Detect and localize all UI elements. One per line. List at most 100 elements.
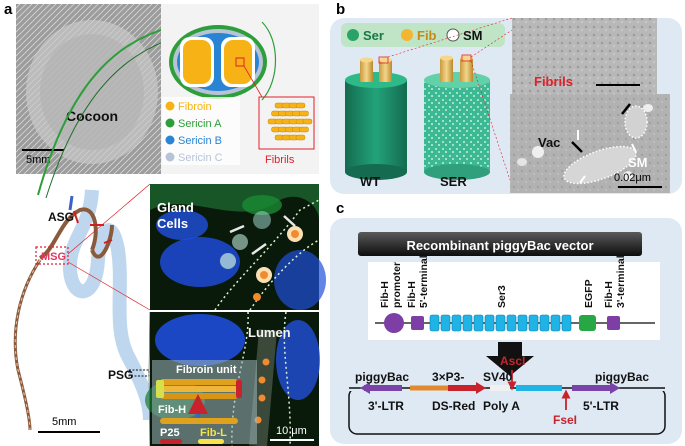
dsred-label: DS-Red — [432, 399, 475, 413]
seg-ser3-label: Ser3 — [496, 285, 508, 308]
ser3-repeat-block — [506, 314, 517, 332]
ser3-repeat-block — [539, 314, 550, 332]
wt-label: WT — [360, 174, 380, 189]
ser-legend: Ser — [363, 28, 384, 43]
legend-sericin-a-icon — [165, 118, 175, 128]
panel-b-legend — [341, 23, 505, 47]
fibroin-unit-label: Fibroin unit — [176, 364, 237, 376]
psg-zoom-line-1 — [148, 311, 151, 374]
fibrils-label-b: Fibrils — [534, 74, 573, 89]
ser-legend-icon — [347, 29, 359, 41]
legend-sericin-c-icon — [165, 152, 175, 162]
ser-zoom-line-1 — [470, 29, 513, 58]
fib-l-rod — [198, 439, 224, 444]
fsel-label: FseI — [553, 413, 577, 427]
msg-zoom-line-2 — [67, 261, 151, 311]
ser3-repeat-block — [473, 314, 484, 332]
fiber-cross-section — [169, 21, 277, 101]
asg-label: ASG — [48, 210, 74, 224]
zoom-line — [243, 65, 263, 98]
ser3-repeat-block — [561, 314, 572, 332]
fibrils-em-image — [512, 18, 657, 94]
legend-sericin-c: Sericin C — [178, 152, 223, 164]
p3-label: 3×P3- — [432, 370, 464, 384]
fibroin-unit-rods — [156, 379, 242, 399]
ascl-label: AscI — [500, 354, 525, 368]
gland-cells-label: Gland Cells — [157, 200, 197, 231]
polya-label: Poly A — [483, 399, 520, 413]
cocoon-scale-label: 5mm — [26, 154, 50, 166]
vac-arrow — [571, 141, 583, 153]
msg-label: MSG — [41, 251, 66, 263]
sm-arrow-3 — [631, 143, 637, 153]
right-pb-label: piggyBac — [595, 370, 649, 384]
right-ltr-head — [610, 382, 620, 394]
ser3-repeat-block — [440, 314, 451, 332]
legend-sericin-a: Sericin A — [178, 118, 222, 130]
gland-scale-label: 5mm — [52, 416, 76, 428]
psg-label: PSG — [108, 368, 133, 382]
vector-title-bar — [358, 232, 642, 256]
gland-cells-image — [150, 184, 326, 311]
cocoon-label: Cocoon — [66, 108, 118, 124]
fibril-rod — [299, 126, 309, 133]
legend-fibroin: Fibroin — [178, 101, 212, 113]
ser3-repeat-block — [517, 314, 528, 332]
fib-h-5-element — [411, 316, 424, 330]
fiber-legend: Fibroin Sericin A Sericin B Sericin C — [162, 97, 240, 165]
seg-promoter-label: Fib-H promoter — [379, 262, 403, 308]
egfp-element — [579, 315, 596, 331]
ser3-repeat-block — [495, 314, 506, 332]
sm-legend: SM — [463, 28, 483, 43]
silk-gland — [13, 189, 157, 431]
left-ltr-head — [360, 382, 370, 394]
sm-label: SM — [628, 155, 648, 170]
fib-legend: Fib — [417, 28, 437, 43]
em-micrograph — [510, 94, 670, 193]
fibrils-box — [258, 96, 315, 150]
fibril-rod — [302, 118, 313, 125]
seg-3terminal-label: Fib-H 3'-terminal — [603, 255, 627, 308]
ltr3-label: 3'-LTR — [368, 399, 404, 413]
fib-l-label: Fib-L — [200, 427, 227, 439]
fib-h-rod — [160, 418, 238, 424]
ser3-repeat-block — [462, 314, 473, 332]
ser-cylinder — [424, 54, 490, 180]
wt-zoom-line — [387, 17, 513, 58]
fibril-rod — [295, 102, 306, 109]
seg-egfp-label: EGFP — [583, 279, 595, 308]
fib-h-label: Fib-H — [158, 404, 186, 416]
wt-cylinder — [345, 56, 407, 180]
msg-zoom-line-1 — [67, 183, 151, 255]
p25-label: P25 — [160, 427, 180, 439]
sv40-label: SV40 — [483, 370, 513, 384]
promoter-element — [384, 313, 404, 333]
ltr5-label: 5'-LTR — [583, 399, 619, 413]
fibril-rod — [299, 110, 309, 117]
fibrils-label-a: Fibrils — [265, 154, 295, 166]
legend-sericin-b-icon — [165, 135, 175, 145]
panel-a-letter: a — [4, 1, 13, 18]
legend-sericin-b: Sericin B — [178, 135, 222, 147]
sm-legend-icon — [446, 28, 460, 42]
ser3-repeat-block — [528, 314, 539, 332]
ser-zoom-line-2 — [470, 60, 511, 181]
lumen-label: Lumen — [248, 325, 291, 340]
seg-5terminal-label: Fib-H 5'-terminal — [406, 255, 430, 308]
panel-b-letter: b — [336, 1, 345, 18]
p25-rod — [160, 439, 182, 444]
insert-arrow — [486, 342, 534, 376]
ser3-repeat-block — [451, 314, 462, 332]
ser3-repeat-block — [484, 314, 495, 332]
dsred-head — [476, 382, 486, 394]
vector-title: Recombinant piggyBac vector — [406, 238, 593, 253]
fib-h-3-element — [607, 316, 620, 330]
legend-fibroin-icon — [165, 101, 175, 111]
ser-label: SER — [440, 174, 467, 189]
ser3-element — [429, 314, 572, 332]
left-pb-label: piggyBac — [355, 370, 409, 384]
cocoon-image — [16, 4, 161, 174]
sm-arrow-2 — [579, 175, 586, 184]
fibril-rod — [295, 134, 306, 141]
